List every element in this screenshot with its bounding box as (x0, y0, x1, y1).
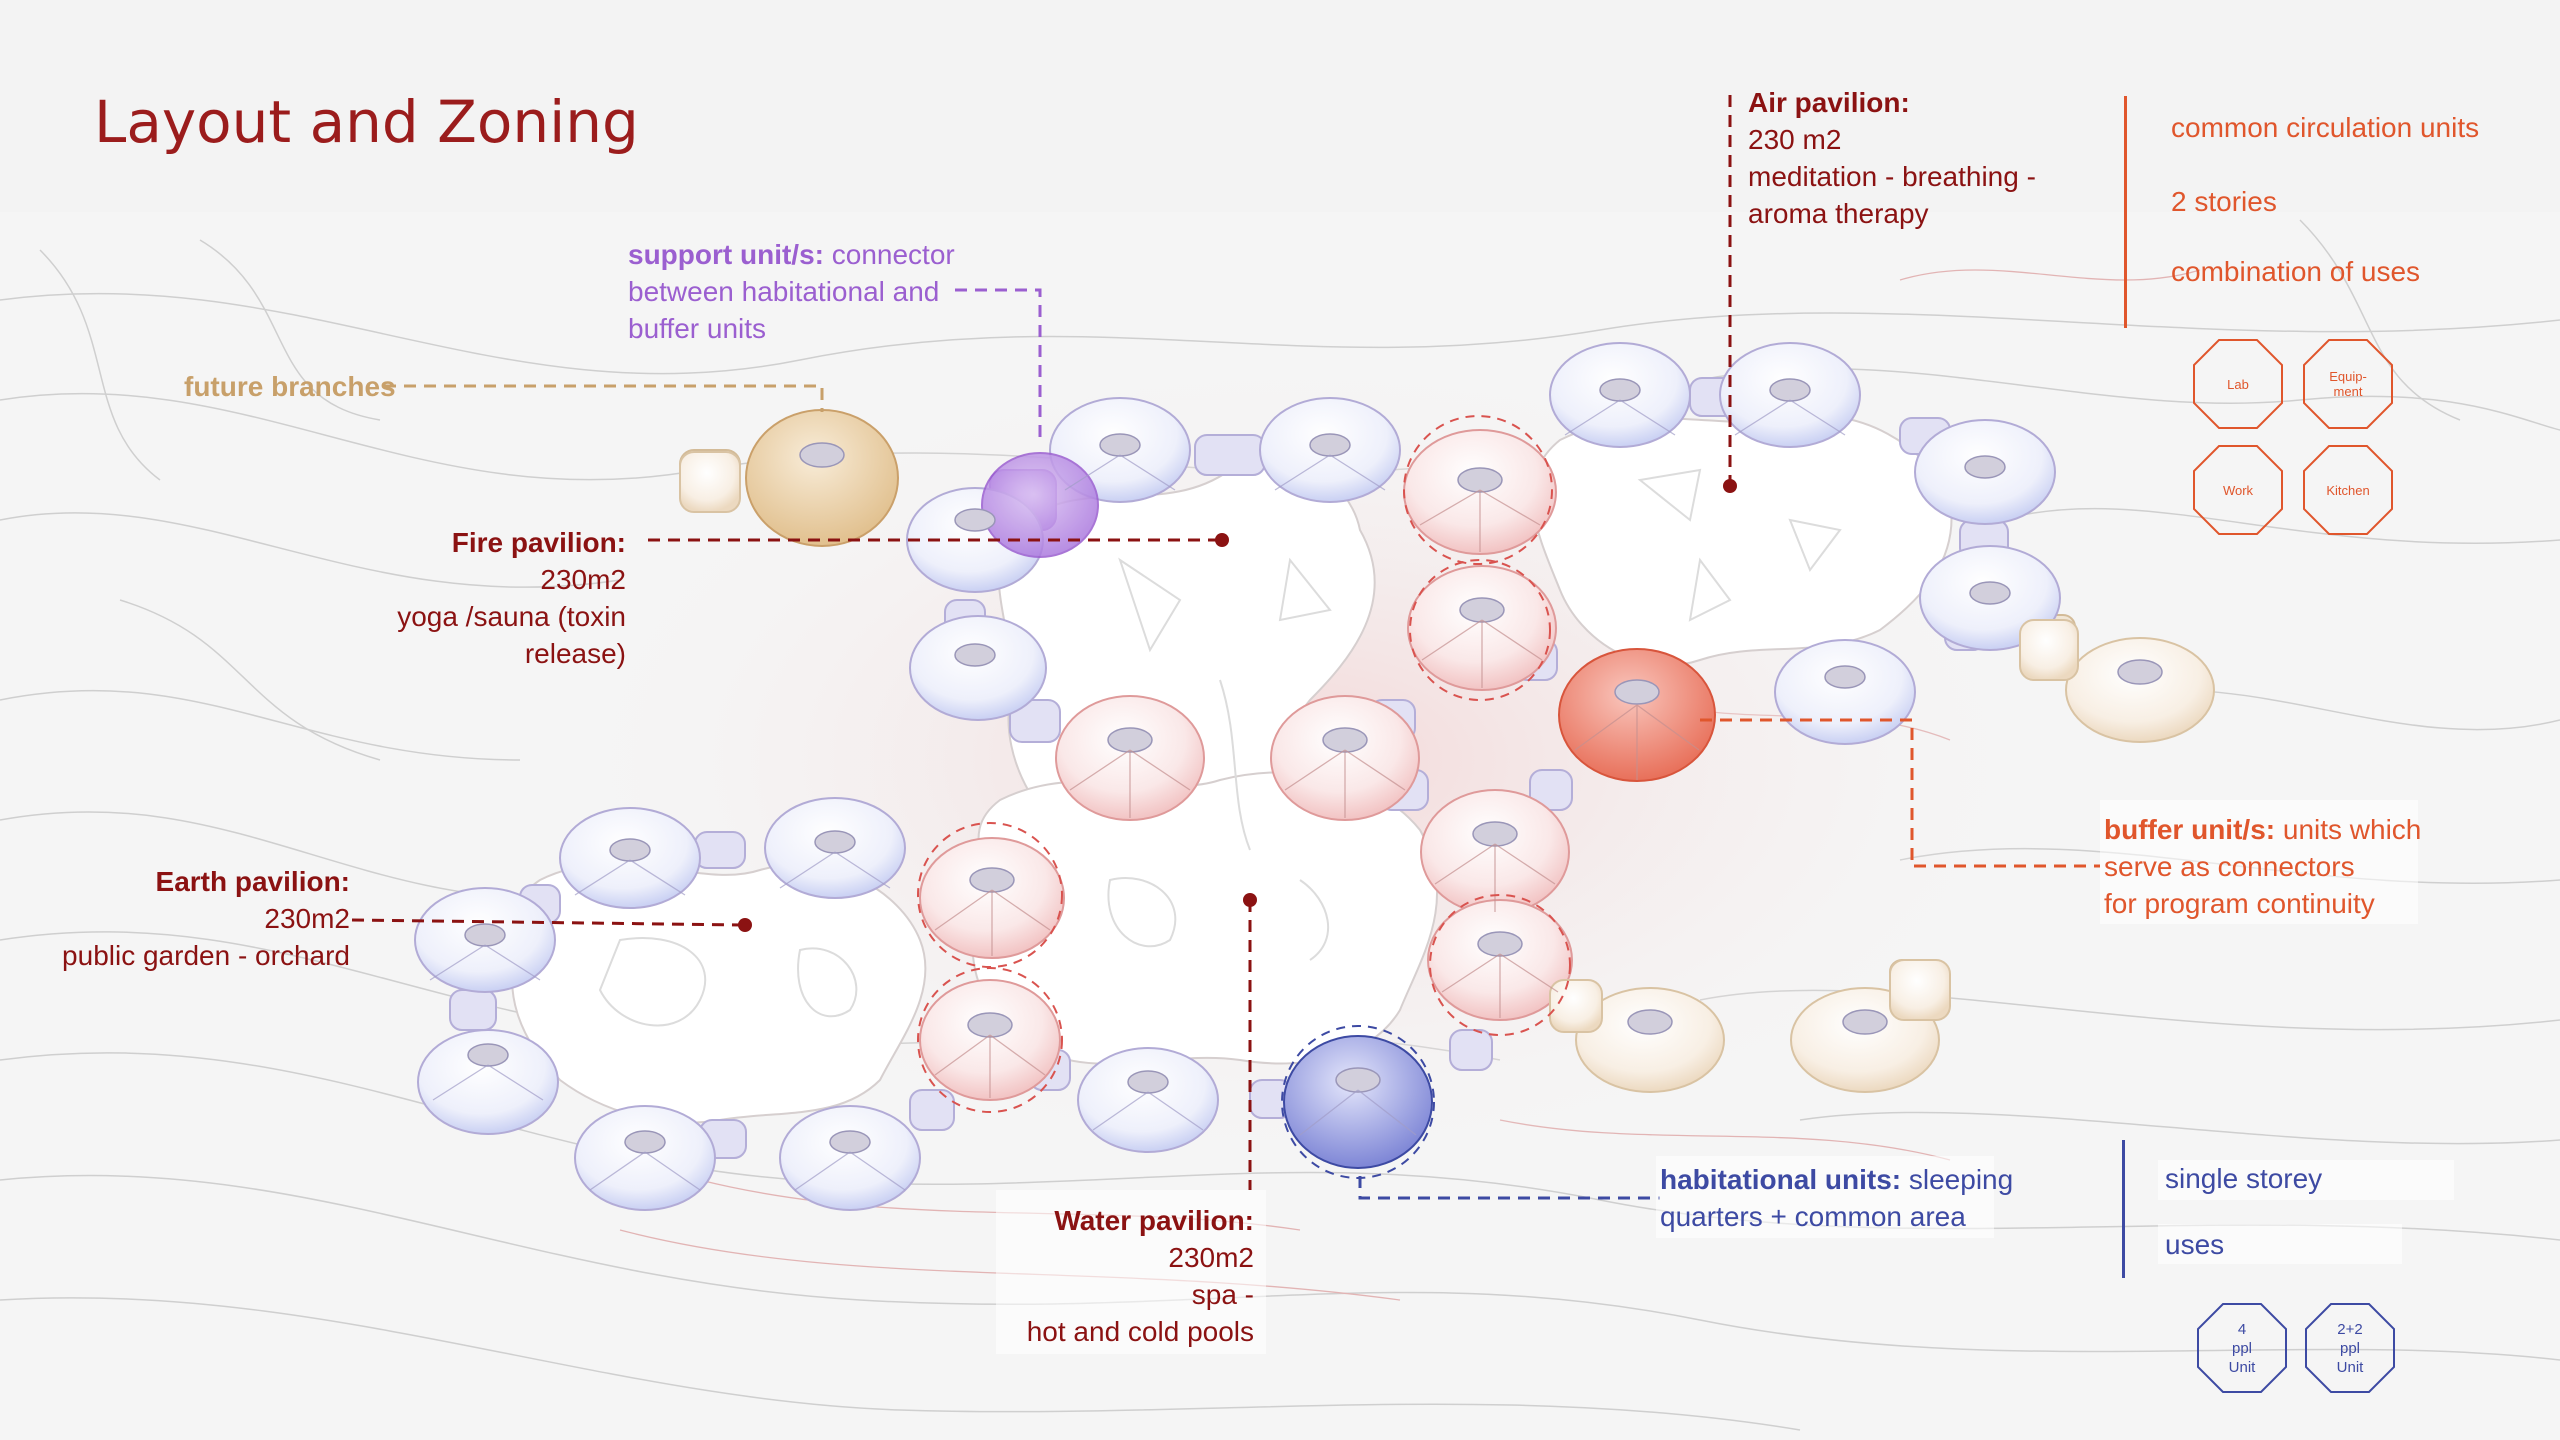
water-pavilion-use-2: hot and cold pools (1026, 1316, 1254, 1347)
octagon-2plus2ppl-unit: 2+2 ppl Unit (2304, 1302, 2396, 1394)
earth-pavilion-platform (511, 862, 927, 1124)
air-pavilion-label: Air pavilion: 230 m2 meditation - breath… (1748, 84, 2036, 232)
future-branch-dome (745, 409, 899, 547)
habitational-label-bg (1656, 1156, 1994, 1238)
common-legend-rule (2124, 96, 2127, 328)
fire-pavilion-label: Fire pavilion: 230m2 yoga /sauna (toxin … (397, 524, 626, 672)
support-unit-heading: support unit/s: (628, 239, 824, 270)
leader-lines (351, 95, 2100, 1200)
support-unit-desc-2: between habitational and (628, 276, 940, 307)
dome-ribs (934, 489, 1700, 1098)
support-unit-label: support unit/s: connector between habita… (628, 236, 955, 347)
habitational-desc: sleeping (1901, 1164, 2014, 1195)
octagon-equipment: Equip- ment (2302, 338, 2394, 430)
octagon-work-icon (2193, 445, 2283, 535)
fire-pavilion-heading: Fire pavilion: (451, 527, 626, 558)
dashed-unit-outlines (917, 415, 1571, 1113)
habitational-outline (1281, 1025, 1435, 1179)
single-legend-bg-2 (2158, 1224, 2402, 1264)
support-unit-desc-3: buffer units (628, 313, 767, 344)
air-pavilion-use: meditation - breathing - (1748, 161, 2036, 192)
buffer-leader (1700, 718, 2100, 868)
page-title: Layout and Zoning (94, 88, 639, 156)
buffer-unit-desc: units which (2275, 814, 2422, 845)
octagon-4ppl-unit: 4 ppl Unit (2196, 1302, 2288, 1394)
fire-pavilion-use-2: release) (524, 638, 626, 669)
buffer-unit-heading: buffer unit/s: (2104, 814, 2276, 845)
buffer-unit-label: buffer unit/s: units which serve as conn… (2104, 811, 2421, 922)
header-band (0, 0, 2560, 212)
buffer-label-bg (2100, 800, 2418, 924)
single-legend-item-2: uses (2165, 1229, 2225, 1260)
octagon-2plus2ppl-icon (2305, 1303, 2395, 1393)
octagon-2plus2ppl-label: 2+2 ppl Unit (2336, 1320, 2364, 1376)
blue-dome-ribs (429, 399, 1846, 1191)
air-pavilion-heading: Air pavilion: (1748, 87, 1910, 118)
octagon-work-label: Work (2222, 482, 2254, 498)
octagon-lab-label: Lab (2227, 376, 2249, 392)
common-legend-item-3: combination of uses (2171, 256, 2421, 287)
earth-leader (351, 918, 746, 927)
buffer-unit-desc-3: for program continuity (2104, 888, 2375, 919)
habitational-leader (1358, 1176, 1660, 1200)
octagon-kitchen-label: Kitchen (2326, 482, 2370, 498)
water-label-bg (996, 1190, 1266, 1354)
platform-details (598, 468, 1842, 1027)
octagon-equipment-icon (2303, 339, 2393, 429)
earth-pavilion-label: Earth pavilion: 230m2 public garden - or… (62, 863, 350, 974)
future-branches-text: future branches (184, 371, 396, 402)
octagon-kitchen: Kitchen (2302, 444, 2394, 536)
water-pavilion-label: Water pavilion: 230m2 spa - hot and cold… (1027, 1202, 1254, 1350)
octagon-lab: Lab (2192, 338, 2284, 430)
octagon-kitchen-icon (2303, 445, 2393, 535)
leader-dots (738, 479, 1737, 932)
octagon-4ppl-label: 4 ppl Unit (2228, 1320, 2256, 1376)
future-leader (384, 384, 824, 412)
single-legend-bg-1 (2158, 1160, 2454, 1200)
future-branches-label: future branches (184, 368, 396, 405)
air-pavilion-use-2: aroma therapy (1748, 198, 1929, 229)
support-unit-desc: connector (823, 239, 955, 270)
domes (414, 342, 2215, 1211)
fire-pavilion-use: yoga /sauna (toxin (397, 601, 626, 632)
earth-pavilion-area: 230m2 (264, 903, 350, 934)
habitational-unit-dome (1283, 1035, 1433, 1169)
octagon-work: Work (2192, 444, 2284, 536)
common-legend-item-1: common circulation units (2171, 112, 2480, 143)
single-legend-item-1: single storey (2165, 1163, 2323, 1194)
dome-caps (464, 378, 2163, 1154)
water-pavilion-use: spa - (1191, 1279, 1254, 1310)
support-unit-dome (981, 452, 1099, 558)
octagon-4ppl-icon (2197, 1303, 2287, 1393)
water-pavilion-area: 230m2 (1168, 1242, 1254, 1273)
octagon-lab-icon (2193, 339, 2283, 429)
fire-pavilion-area: 230m2 (540, 564, 626, 595)
single-legend-rule (2122, 1140, 2125, 1278)
common-legend-item-2: 2 stories (2171, 186, 2277, 217)
buffer-unit-desc-2: serve as connectors (2104, 851, 2355, 882)
support-leader (955, 288, 1042, 445)
octagon-equipment-label: Equip- ment (2329, 369, 2367, 399)
earth-pavilion-heading: Earth pavilion: (155, 866, 350, 897)
water-pavilion-heading: Water pavilion: (1054, 1205, 1254, 1236)
habitational-desc-2: quarters + common area (1660, 1201, 1966, 1232)
habitational-units-label: habitational units: sleeping quarters + … (1660, 1161, 2013, 1235)
air-pavilion-area: 230 m2 (1748, 124, 1842, 155)
habitational-heading: habitational units: (1660, 1164, 1902, 1195)
earth-pavilion-use: public garden - orchard (62, 940, 350, 971)
